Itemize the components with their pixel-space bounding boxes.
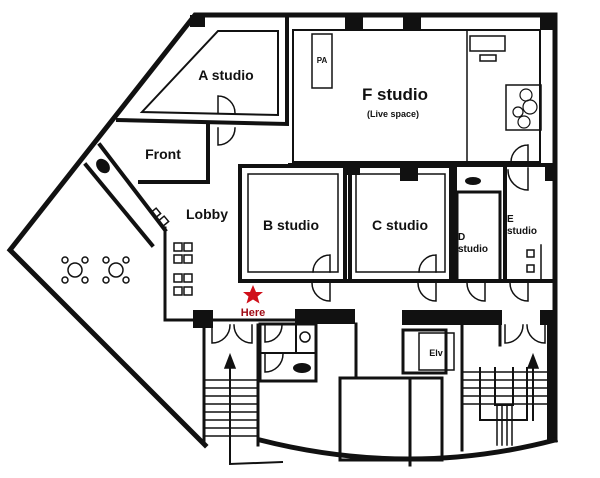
elevator[interactable] [401,328,448,375]
a-studio[interactable]: A studio [115,13,289,127]
lower-block: Elv [193,309,555,467]
f-studio[interactable]: PA F studio (Live space) [288,15,557,167]
you-are-here-marker: Here [241,285,265,319]
f-studio-label: F studio [362,85,428,104]
elevator-label: Elv [429,348,443,358]
stairs-right [463,352,549,446]
reception-desk-icon [96,158,110,174]
outer-walls [6,12,559,462]
lobby[interactable]: Lobby [61,206,228,322]
stairs-left [204,352,284,466]
e-studio[interactable]: E studio [507,166,555,302]
lobby-label: Lobby [186,206,228,222]
front-label: Front [145,146,181,162]
d-studio-label: D [458,232,465,243]
e-studio-label: E [507,214,514,225]
a-studio-label: A studio [198,67,253,83]
drum-kit-icon [505,84,542,131]
pa-label: PA [317,56,328,65]
lobby-chairs [149,207,193,296]
lounge-tables-icon [61,256,130,284]
f-studio-sublabel: (Live space) [367,109,419,119]
pa-box [311,33,333,89]
front-desk[interactable]: Front [83,122,236,248]
d-studio-label-2: studio [458,244,488,255]
e-studio-label-2: studio [507,226,537,237]
star-icon [243,285,263,304]
b-studio-label: B studio [263,217,319,233]
c-studio-label: C studio [372,217,428,233]
here-label: Here [241,307,265,319]
